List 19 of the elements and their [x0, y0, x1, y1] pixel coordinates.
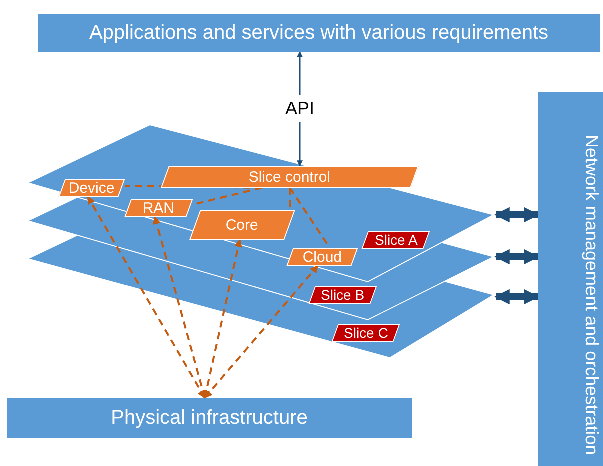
function-block: Device [58, 179, 126, 197]
slice-tag: Slice B [308, 286, 378, 304]
function-block: Slice control [161, 166, 419, 188]
double-arrow [494, 289, 540, 305]
slice-tag: Slice A [362, 231, 430, 249]
dashed-double-arrow [153, 216, 207, 399]
dashed-line [289, 188, 291, 210]
double-arrow [494, 249, 540, 265]
function-block: RAN [124, 199, 194, 217]
slice-tag: Slice C [332, 324, 400, 342]
function-block: Core [190, 210, 296, 240]
dashed-double-arrow [204, 265, 319, 399]
applications-bar: Applications and services with various requirements [38, 14, 600, 52]
function-block: Cloud [286, 248, 358, 266]
dashed-double-arrow [87, 196, 206, 399]
orchestration-bar: Network management and orchestration [538, 92, 603, 466]
dashed-line [289, 187, 331, 249]
infrastructure-bar: Physical infrastructure [7, 398, 412, 438]
double-arrow [494, 207, 540, 223]
